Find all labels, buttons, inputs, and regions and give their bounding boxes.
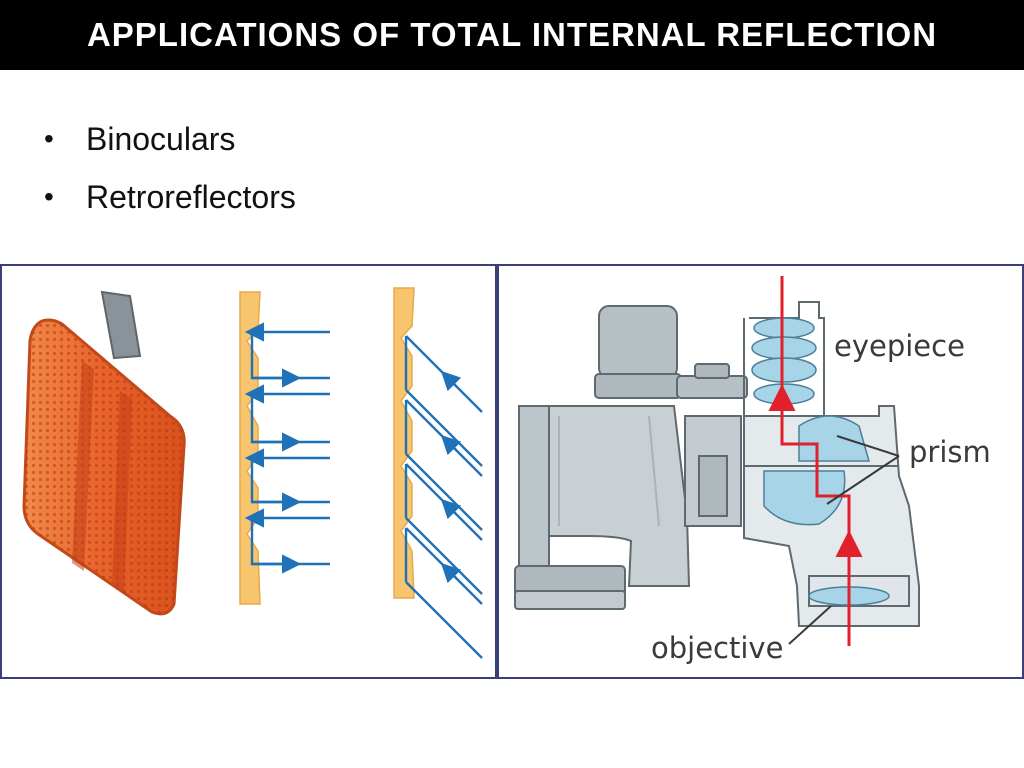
retroreflector-panel xyxy=(0,264,497,679)
objective-label: objective xyxy=(651,631,783,665)
binoculars-panel: eyepiece prism objective xyxy=(497,264,1024,679)
retroreflector-illustration xyxy=(22,287,483,659)
binocular-hinge xyxy=(676,363,748,527)
bullet-list: • Binoculars • Retroreflectors xyxy=(44,110,296,226)
bullet-item-retroreflectors: • Retroreflectors xyxy=(44,168,296,226)
bullet-dot-icon: • xyxy=(44,123,54,154)
binocular-left-barrel xyxy=(514,305,691,610)
bullet-text: Retroreflectors xyxy=(86,179,296,215)
eyepiece-label: eyepiece xyxy=(834,329,965,363)
bike-reflector xyxy=(22,290,186,616)
bullet-text: Binoculars xyxy=(86,121,236,157)
eyepiece-lenses xyxy=(751,317,817,405)
bullet-dot-icon: • xyxy=(44,181,54,212)
title-bar: APPLICATIONS OF TOTAL INTERNAL REFLECTIO… xyxy=(0,0,1024,70)
slide-title: APPLICATIONS OF TOTAL INTERNAL REFLECTIO… xyxy=(86,16,938,53)
binoculars-illustration: eyepiece prism objective xyxy=(514,276,991,665)
prism-label: prism xyxy=(909,435,991,469)
retroreflector-angled xyxy=(393,287,483,659)
label-leaders xyxy=(788,435,900,645)
retroreflector-straight xyxy=(239,291,330,605)
bullet-item-binoculars: • Binoculars xyxy=(44,110,296,168)
light-path xyxy=(768,276,863,646)
